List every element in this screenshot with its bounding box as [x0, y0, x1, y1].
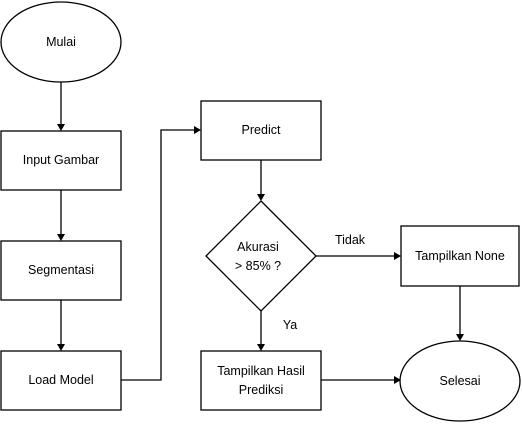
node-label: Load Model [28, 373, 93, 387]
edge-label-ya: Ya [283, 318, 297, 332]
end-ellipse [399, 340, 521, 422]
arrowhead [257, 344, 265, 351]
node-tampilkan-none: Tampilkan None [400, 225, 520, 287]
node-segmentasi: Segmentasi [0, 240, 122, 301]
node-label-line2: Prediksi [239, 383, 283, 397]
process-box [400, 225, 520, 287]
arrowhead [57, 234, 65, 241]
arrowhead [57, 124, 65, 131]
node-label: Predict [242, 123, 281, 137]
edge-load-predict [121, 129, 194, 381]
node-label-line1: Akurasi [237, 240, 279, 254]
process-box [200, 350, 322, 411]
decision-diamond [205, 200, 317, 312]
arrowhead [456, 334, 464, 341]
node-label-line2: > 85% ? [235, 259, 281, 273]
node-label: Input Gambar [23, 153, 99, 167]
node-label: Mulai [46, 35, 76, 49]
edges [57, 82, 464, 384]
node-label: Tampilkan None [415, 249, 505, 263]
start-ellipse [0, 1, 122, 83]
node-load-model: Load Model [0, 350, 122, 411]
process-box [200, 100, 322, 161]
node-mulai: Mulai [0, 1, 122, 83]
arrowhead [394, 252, 401, 260]
arrowhead [194, 126, 201, 134]
node-label: Segmentasi [28, 263, 94, 277]
node-label: Selesai [440, 374, 481, 388]
arrowhead [257, 194, 265, 201]
arrowhead [57, 344, 65, 351]
process-box [0, 130, 122, 191]
node-predict: Predict [200, 100, 322, 161]
arrowhead [394, 376, 401, 384]
node-selesai: Selesai [399, 340, 521, 422]
node-tampilkan-hasil: Tampilkan Hasil Prediksi [200, 350, 322, 411]
node-akurasi-decision: Akurasi > 85% ? [205, 200, 317, 312]
process-box [0, 350, 122, 411]
edge-label-tidak: Tidak [335, 233, 366, 247]
node-input-gambar: Input Gambar [0, 130, 122, 191]
node-label-line1: Tampilkan Hasil [217, 364, 305, 378]
process-box [0, 240, 122, 301]
